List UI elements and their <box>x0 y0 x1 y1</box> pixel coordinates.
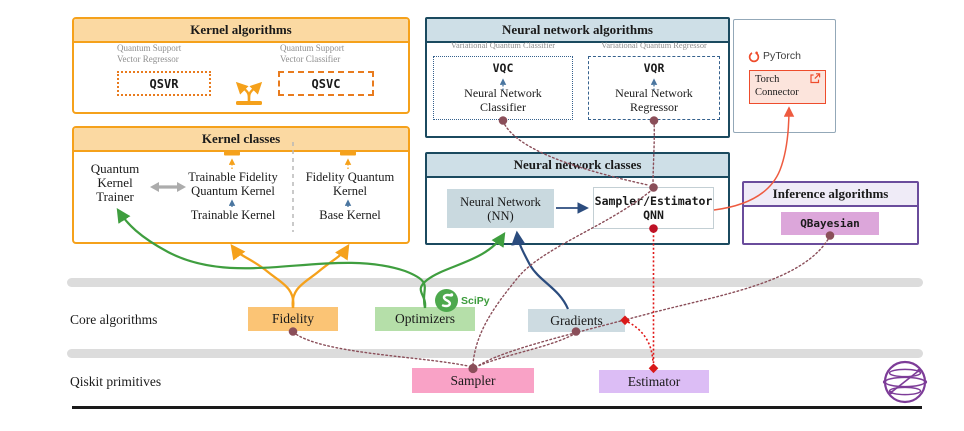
core-algorithms-layer-bar-bottom <box>67 349 923 358</box>
bottom-rule <box>72 406 922 409</box>
pytorch-logo: PyTorch <box>748 49 828 63</box>
neural-network-regressor-label: Neural Network Regressor <box>615 86 693 114</box>
fidelity-to-base-kernel-arrow <box>291 243 350 309</box>
fidelity-to-trainable-kernel-arrow <box>230 243 295 309</box>
torch-connector-box[interactable]: Torch Connector <box>749 70 826 104</box>
qiskit-primitives-layer-label: Qiskit primitives <box>70 374 162 389</box>
fidelity-quantum-kernel-label: Fidelity Quantum Kernel <box>305 170 395 198</box>
scipy-logo: SciPy <box>434 288 490 313</box>
scipy-brand-text: SciPy <box>461 294 490 307</box>
scipy-icon <box>435 289 458 312</box>
qsvc-box[interactable]: QSVC <box>278 71 374 96</box>
qsvr-caption: Quantum Support Vector Regressor <box>117 43 182 64</box>
estimator-box[interactable]: Estimator <box>599 370 709 393</box>
sampler-estimator-qnn-box[interactable]: Sampler/Estimator QNN <box>593 187 714 229</box>
neural-network-algorithms-title: Neural network algorithms <box>427 19 728 43</box>
qiskit-globe-icon <box>882 360 928 404</box>
neural-network-nn-box[interactable]: Neural Network (NN) <box>447 189 554 228</box>
neural-network-classifier-label: Neural Network Classifier <box>464 86 542 114</box>
core-algorithms-layer-label: Core algorithms <box>70 312 158 327</box>
vqc-caption: Variational Quantum Classifier <box>450 41 556 50</box>
kernel-classes-title: Kernel classes <box>74 128 408 152</box>
gradients-box[interactable]: Gradients <box>528 309 625 332</box>
kernel-algorithms-panel: Kernel algorithms <box>72 17 410 114</box>
inference-algorithms-title: Inference algorithms <box>744 183 917 207</box>
optimizers-box[interactable]: Optimizers <box>375 307 475 331</box>
kernel-algorithms-title: Kernel algorithms <box>74 19 408 43</box>
qsvc-caption: Quantum Support Vector Classifier <box>280 43 345 64</box>
vqc-label: VQC <box>492 61 514 75</box>
base-kernel-label: Base Kernel <box>319 208 381 222</box>
pytorch-flame-icon <box>748 50 760 62</box>
trainable-fidelity-quantum-kernel-label: Trainable Fidelity Quantum Kernel <box>188 170 278 198</box>
pytorch-brand-text: PyTorch <box>763 50 801 62</box>
core-algorithms-layer-bar-top <box>67 278 923 287</box>
qbayesian-to-sampler-link <box>477 235 831 367</box>
external-link-icon <box>810 73 821 84</box>
vqr-label: VQR <box>643 61 665 75</box>
sampler-box[interactable]: Sampler <box>412 368 534 393</box>
neural-network-classes-title: Neural network classes <box>427 154 728 178</box>
trainable-kernel-label: Trainable Kernel <box>190 208 276 222</box>
quantum-kernel-trainer-label: Quantum Kernel Trainer <box>90 161 140 204</box>
fidelity-box[interactable]: Fidelity <box>248 307 338 331</box>
qbayesian-box[interactable]: QBayesian <box>781 212 879 235</box>
vqr-caption: Variational Quantum Regressor <box>601 41 707 50</box>
qsvr-box[interactable]: QSVR <box>117 71 211 96</box>
